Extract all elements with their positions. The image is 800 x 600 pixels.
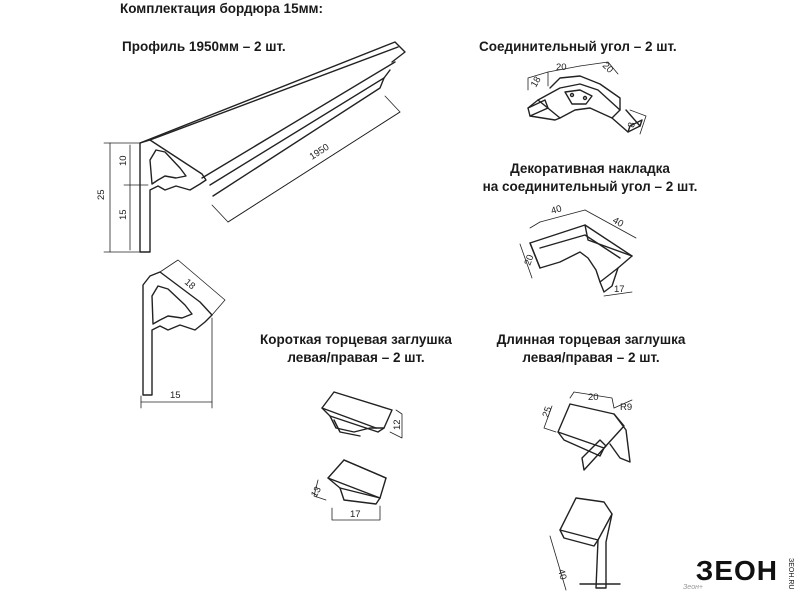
- dim-short-cap-12: 12: [392, 419, 403, 430]
- decorative-overlay: [529, 224, 633, 293]
- long-end-cap-upper: [557, 403, 631, 471]
- corner-dimensions: [527, 61, 647, 135]
- brand-logo: ЗЕОН: [695, 555, 778, 586]
- short-cap-heading: Короткая торцевая заглушка левая/правая …: [245, 331, 467, 367]
- profile-heading: Профиль 1950мм – 2 шт.: [122, 39, 286, 54]
- short-end-cap-lower: [327, 459, 387, 505]
- overlay-heading-line2: на соединительный угол – 2 шт.: [482, 179, 698, 194]
- overlay-heading: Декоративная накладка на соединительный …: [470, 160, 710, 196]
- short-cap-heading-line2: левая/правая – 2 шт.: [287, 350, 425, 365]
- corner-heading: Соединительный угол – 2 шт.: [479, 39, 677, 54]
- short-cap-heading-line1: Короткая торцевая заглушка: [260, 332, 452, 347]
- dim-profile-height-15: 15: [118, 209, 129, 220]
- dim-short-cap-17: 17: [350, 509, 361, 520]
- page-title: Комплектация бордюра 15мм:: [120, 1, 324, 16]
- cross-section-dimensions: [140, 259, 226, 409]
- profile-cross-section: [142, 271, 213, 396]
- dim-profile-height-10: 10: [118, 155, 129, 166]
- dim-overlay-40b: 40: [611, 215, 626, 230]
- connecting-corner: [527, 75, 643, 133]
- dim-short-cap-13: 13: [309, 485, 324, 500]
- long-cap-heading: Длинная торцевая заглушка левая/правая –…: [480, 331, 702, 367]
- dim-profile-length: 1950: [308, 142, 332, 163]
- dim-cross-section-15: 15: [170, 390, 181, 401]
- dim-long-cap-40: 40: [555, 568, 568, 581]
- long-cap-dimensions: [543, 391, 633, 591]
- dim-long-cap-25: 25: [540, 405, 554, 419]
- long-cap-heading-line1: Длинная торцевая заглушка: [496, 332, 686, 347]
- dim-overlay-17: 17: [614, 284, 625, 295]
- overlay-heading-line1: Декоративная накладка: [510, 161, 670, 176]
- dim-overlay-20: 20: [522, 253, 536, 267]
- profile-dimensions: [103, 95, 401, 253]
- short-end-cap-upper: [321, 391, 393, 437]
- long-end-cap-lower: [559, 497, 621, 589]
- profile-perspective: [139, 41, 406, 253]
- dim-long-cap-r9: R9: [620, 402, 632, 413]
- dim-corner-8: 8: [626, 121, 638, 128]
- dim-corner-20a: 20: [556, 62, 567, 73]
- dim-overlay-40a: 40: [550, 203, 563, 216]
- overlay-dimensions: [519, 209, 637, 297]
- dim-corner-18: 18: [529, 75, 544, 90]
- dim-profile-height-25: 25: [96, 189, 107, 200]
- dim-long-cap-20: 20: [588, 392, 599, 403]
- short-cap-dimensions: [313, 409, 403, 521]
- long-cap-heading-line2: левая/правая – 2 шт.: [522, 350, 660, 365]
- brand-watermark: Зеон+: [683, 584, 704, 591]
- brand-logo-domain: ЗЕОН.RU: [787, 558, 794, 590]
